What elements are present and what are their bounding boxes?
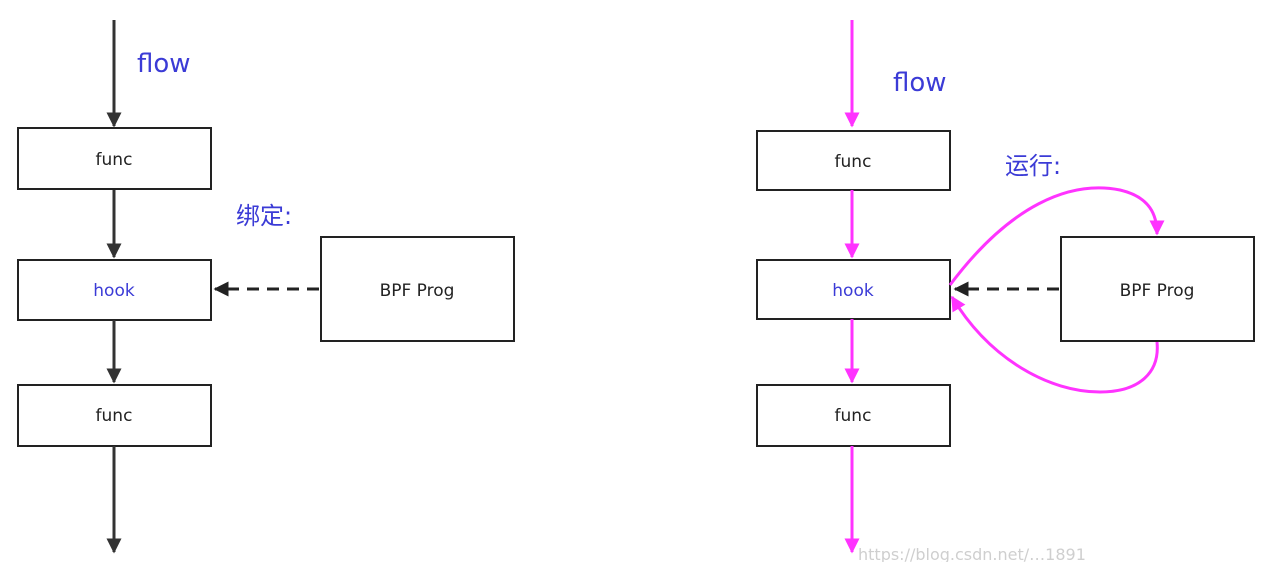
hook-box-right [756, 259, 951, 320]
bpf-prog-label-right: BPF Prog [1120, 281, 1195, 301]
left-panel: flow func hook func 绑定: BPF Prog [17, 20, 515, 554]
func-bottom-label: func [96, 406, 133, 426]
run-label: 运行: [1005, 152, 1061, 180]
watermark: https://blog.csdn.net/…1891 [858, 545, 1086, 562]
return-curve-to-hook [950, 295, 1159, 394]
func-top-label: func [96, 150, 133, 170]
func-top-box [17, 127, 212, 190]
func-top-label-right: func [835, 152, 872, 172]
bind-label: 绑定: [236, 202, 292, 230]
right-panel: flow func hook func 运行: BPF Prog [756, 20, 1255, 554]
flow-label: flow [137, 49, 191, 79]
hook-box [17, 259, 212, 321]
run-curve-to-bpf [948, 186, 1165, 286]
func-bottom-box [17, 384, 212, 447]
bpf-prog-box-right [1060, 236, 1255, 342]
bpf-prog-box [320, 236, 515, 342]
func-top-box-right [756, 130, 951, 191]
hook-label: hook [93, 281, 135, 301]
flow-label-right: flow [893, 68, 947, 98]
func-bottom-label-right: func [835, 406, 872, 426]
bpf-prog-label: BPF Prog [380, 281, 455, 301]
hook-label-right: hook [832, 281, 874, 301]
